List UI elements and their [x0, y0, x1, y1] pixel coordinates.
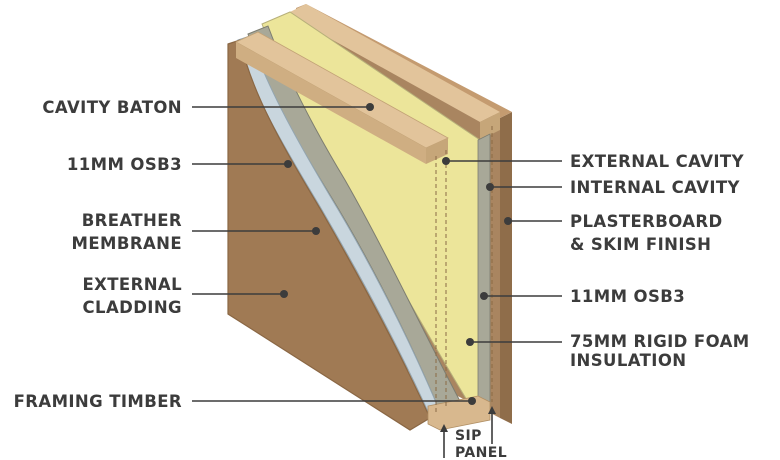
label-sip-line2: PANEL — [455, 445, 507, 460]
label-external-cavity: EXTERNAL CAVITY — [570, 152, 745, 171]
internal-cavity-batten — [286, 4, 500, 140]
label-plasterboard-line1: PLASTERBOARD — [570, 212, 723, 231]
leader-internal-cavity — [486, 183, 562, 191]
leader-osb-inner — [480, 292, 562, 300]
label-cavity-baton: CAVITY BATON — [42, 98, 182, 117]
label-plasterboard-line2: & SKIM FINISH — [570, 235, 711, 254]
label-breather-line1: BREATHER — [82, 211, 182, 230]
label-internal-cavity: INTERNAL CAVITY — [570, 178, 741, 197]
osb-inner-layer — [477, 133, 491, 411]
label-foam-line1: 75MM RIGID FOAM — [570, 332, 750, 351]
leader-external-cavity — [442, 157, 562, 165]
leader-plasterboard — [504, 217, 562, 225]
label-foam-line2: INSULATION — [570, 351, 686, 370]
label-framing-timber: FRAMING TIMBER — [14, 392, 182, 411]
cavity-dashed-lines — [435, 126, 493, 412]
label-breather-line2: MEMBRANE — [72, 234, 182, 253]
label-cladding-line2: CLADDING — [83, 298, 182, 317]
leader-rigid-foam — [466, 338, 562, 346]
leader-external-cladding — [192, 290, 288, 298]
sip-panel-arrows — [440, 406, 496, 458]
leader-osb-outer — [192, 160, 292, 168]
framing-timber — [427, 395, 491, 431]
leader-breather-membrane — [192, 227, 320, 235]
cavity-batten — [235, 31, 449, 164]
leader-framing-timber — [192, 397, 476, 405]
external-cladding-layer — [227, 39, 431, 431]
label-osb-outer: 11MM OSB3 — [67, 155, 182, 174]
label-osb-inner: 11MM OSB3 — [570, 287, 685, 306]
label-cladding-line1: EXTERNAL — [82, 275, 182, 294]
label-sip-line1: SIP — [455, 428, 482, 444]
leader-cavity-baton — [192, 103, 374, 111]
